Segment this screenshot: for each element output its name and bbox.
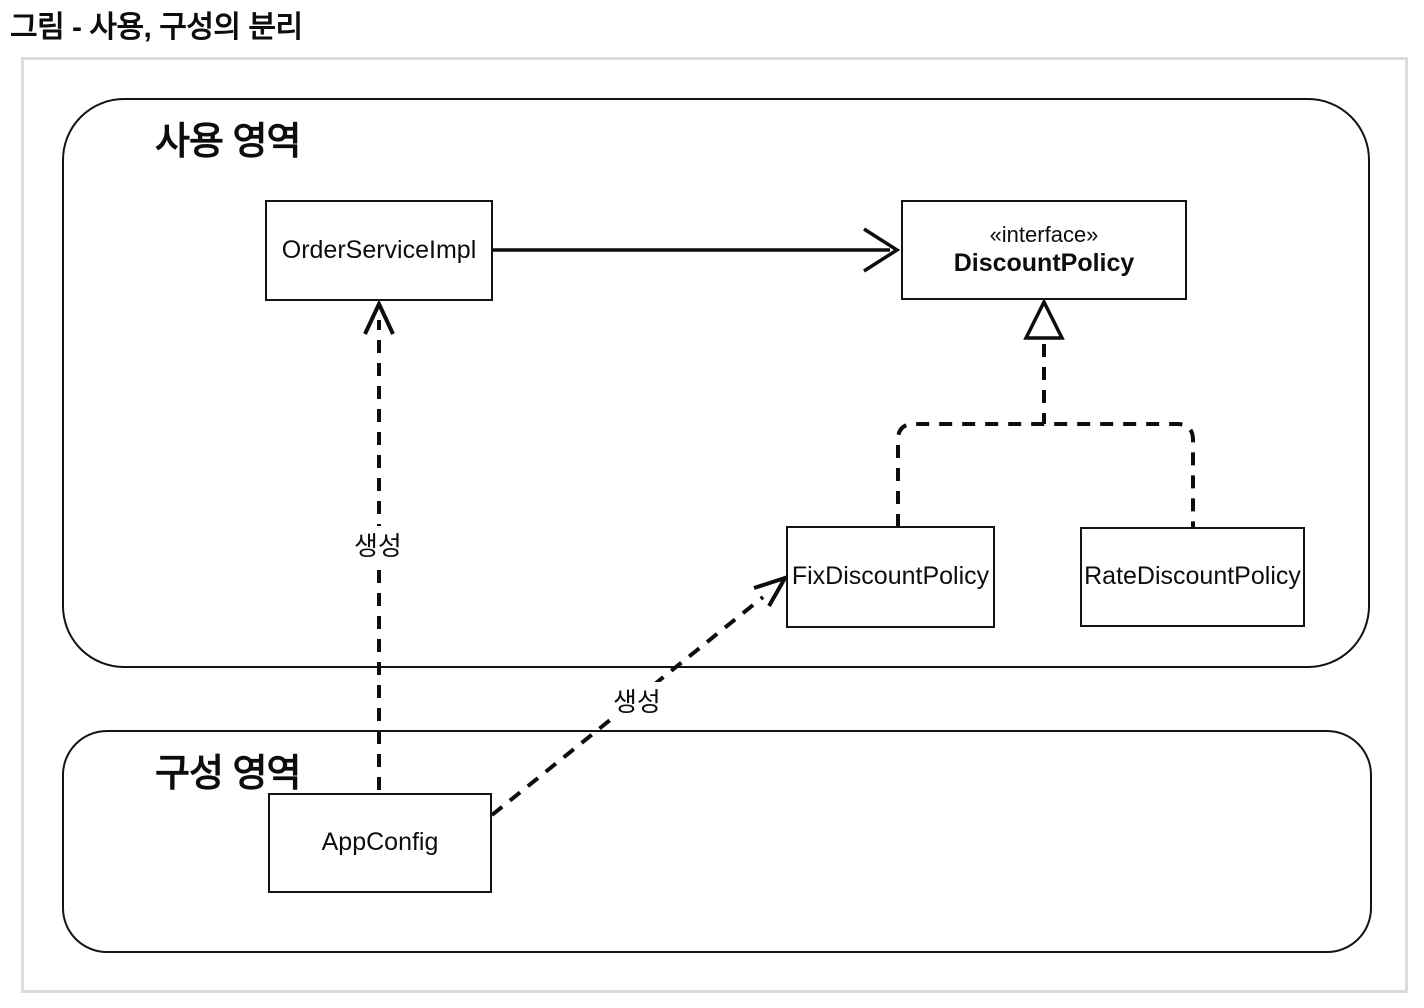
node-app-config: AppConfig (268, 793, 492, 893)
node-order-service-impl: OrderServiceImpl (265, 200, 493, 301)
node-label: OrderServiceImpl (281, 235, 477, 264)
page-title: 그림 - 사용, 구성의 분리 (10, 11, 303, 44)
node-discount-policy: «interface» DiscountPolicy (901, 200, 1187, 300)
edge-label-create-order: 생성 (351, 526, 405, 563)
config-area-label: 구성 영역 (155, 753, 301, 795)
node-stereotype: «interface» (989, 221, 1099, 247)
node-fix-discount-policy: FixDiscountPolicy (786, 526, 995, 628)
node-label: RateDiscountPolicy (1084, 562, 1301, 591)
node-rate-discount-policy: RateDiscountPolicy (1080, 527, 1305, 627)
node-label: FixDiscountPolicy (791, 562, 990, 591)
edge-label-create-fix: 생성 (610, 682, 664, 719)
node-label: AppConfig (321, 828, 439, 857)
usage-area-label: 사용 영역 (155, 121, 301, 163)
node-label: DiscountPolicy (953, 249, 1135, 278)
